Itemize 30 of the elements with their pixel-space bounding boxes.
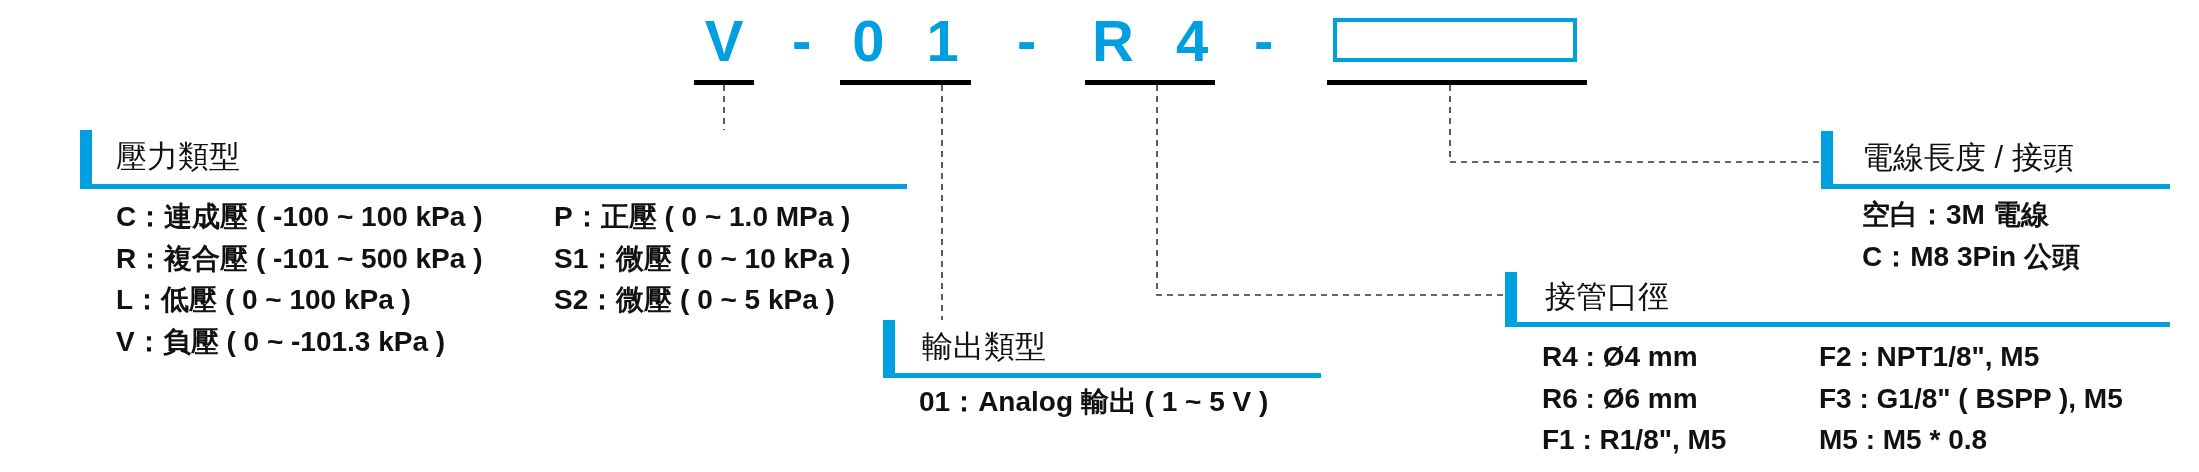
option-text: R：複合壓 ( -101 ~ 500 kPa ) bbox=[116, 241, 483, 276]
option-text: F2 : NPT1/8", M5 bbox=[1819, 340, 2040, 374]
option-text: C：連成壓 ( -100 ~ 100 kPa ) bbox=[116, 200, 483, 234]
section-title: 電線長度 / 接頭 bbox=[1862, 139, 2074, 177]
option-text: F1 : R1/8", M5 bbox=[1542, 423, 1727, 457]
leader-line bbox=[723, 84, 725, 131]
option-text: R4 : Ø4 mm bbox=[1542, 340, 1698, 374]
option-code: 0 1 bbox=[851, 12, 972, 70]
option-text: R6 : Ø6 mm bbox=[1542, 381, 1698, 416]
leader-line bbox=[1156, 84, 1506, 296]
option-text: 01：Analog 輸出 ( 1 ~ 5 V ) bbox=[919, 385, 1269, 419]
code-separator: - bbox=[1017, 12, 1037, 70]
section-title: 壓力類型 bbox=[116, 138, 240, 176]
option-code: R 4 bbox=[1090, 12, 1222, 70]
option-text: 空白：3M 電線 bbox=[1862, 201, 2049, 229]
leader-line bbox=[1449, 84, 1822, 163]
option-text: L：低壓 ( 0 ~ 100 kPa ) bbox=[116, 283, 411, 317]
option-text: P：正壓 ( 0 ~ 1.0 MPa ) bbox=[554, 200, 851, 234]
option-text: F3 : G1/8" ( BSPP ), M5 bbox=[1819, 381, 2123, 416]
option-text: S2：微壓 ( 0 ~ 5 kPa ) bbox=[554, 283, 835, 317]
leader-line bbox=[941, 84, 943, 321]
option-text: V：負壓 ( 0 ~ -101.3 kPa ) bbox=[116, 324, 446, 359]
option-code: V bbox=[703, 12, 757, 70]
option-text: M5 : M5 * 0.8 bbox=[1819, 423, 1988, 457]
section-title: 輸出類型 bbox=[922, 328, 1046, 366]
option-text: S1：微壓 ( 0 ~ 10 kPa ) bbox=[554, 241, 851, 276]
section-title: 接管口徑 bbox=[1545, 278, 1669, 316]
option-text: C：M8 3Pin 公頭 bbox=[1862, 243, 2080, 271]
code-separator: - bbox=[1254, 12, 1274, 70]
code-separator: - bbox=[792, 12, 812, 70]
